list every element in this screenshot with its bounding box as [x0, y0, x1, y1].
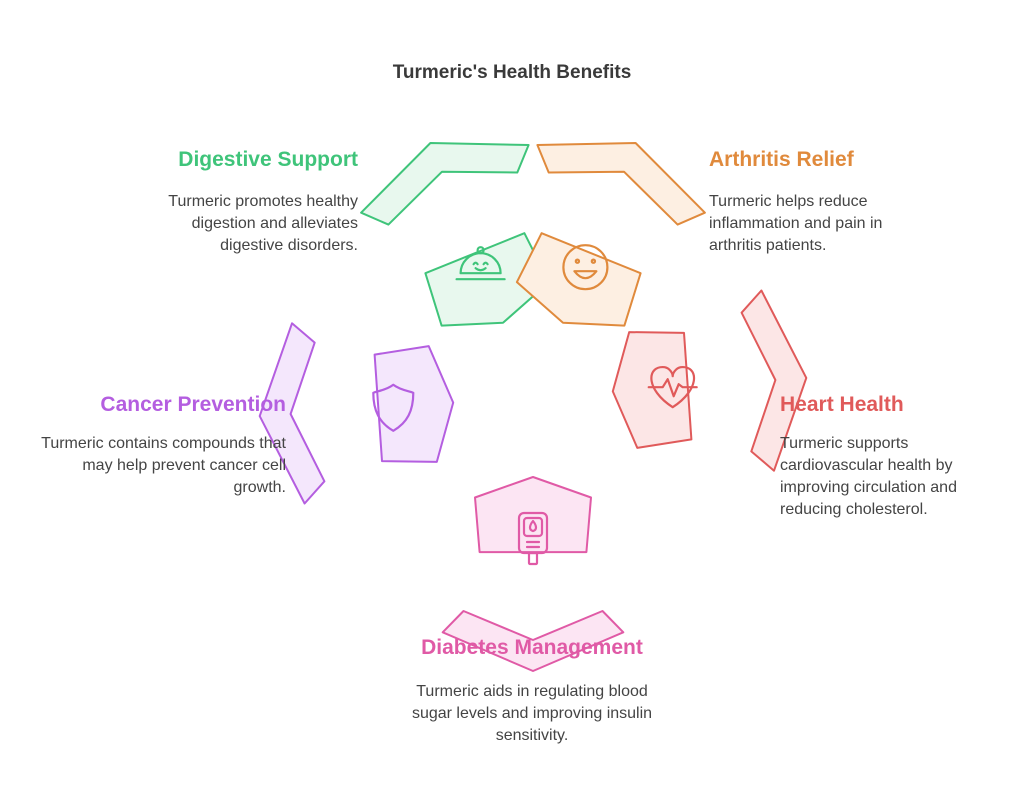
cancer-prevention-description: Turmeric contains compounds that may hel…: [41, 435, 286, 496]
heart-cell: [611, 331, 693, 449]
digestive-support-heading: Digestive Support: [178, 148, 358, 171]
diabetes-band: [441, 610, 625, 672]
diabetes-management-description: Turmeric aids in regulating blood sugar …: [411, 683, 653, 744]
arthritis-relief-description: Turmeric helps reduce inflammation and p…: [709, 193, 883, 254]
glucose-meter-icon: [517, 511, 549, 566]
heart-health-description: Turmeric supports cardiovascular health …: [780, 435, 957, 518]
arthritis-relief-heading: Arthritis Relief: [709, 148, 854, 171]
heart-band: [740, 289, 808, 472]
arthritis-band: [536, 142, 706, 226]
heart-pulse-icon: [647, 366, 698, 409]
diagram-title: Turmeric's Health Benefits: [392, 62, 632, 83]
arthritis-cell: [515, 232, 642, 327]
segment-icons: [372, 244, 698, 566]
cancer-band: [258, 322, 326, 505]
smiley-face-icon: [562, 244, 609, 291]
cloche-icon: [455, 246, 506, 281]
digestive-support-description: Turmeric promotes healthy digestion and …: [168, 193, 358, 254]
shield-icon: [372, 383, 415, 432]
diabetes-cell: [474, 476, 592, 554]
diabetes-management-heading: Diabetes Management: [421, 636, 643, 659]
digestive-band: [360, 142, 530, 226]
cancer-prevention-heading: Cancer Prevention: [100, 393, 286, 416]
cancer-cell: [373, 345, 455, 463]
heart-health-heading: Heart Health: [780, 393, 904, 416]
pentagon-segments: [258, 142, 808, 672]
